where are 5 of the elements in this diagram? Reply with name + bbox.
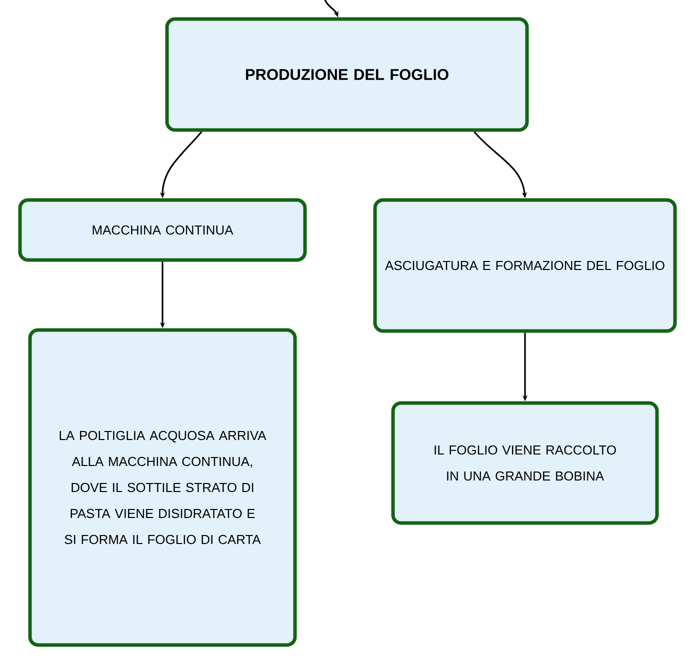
concept-box: ASCIUGATURA E FORMAZIONE DEL FOGLIO <box>373 198 677 333</box>
concept-box: IL FOGLIO VIENE RACCOLTO IN UNA GRANDE BOBINA <box>391 401 659 525</box>
concept-box: LA POLTIGLIA ACQUOSA ARRIVA ALLA MACCHINA CONTINUA, DOVE IL SOTTILE STRATO DI PASTA VIENE DISIDRATATO E SI FORMA IL FOGLIO DI CARTA <box>28 328 297 647</box>
concept-box: PRODUZIONE DEL FOGLIO <box>165 17 529 132</box>
concept-box: MACCHINA CONTINUA <box>18 198 307 262</box>
